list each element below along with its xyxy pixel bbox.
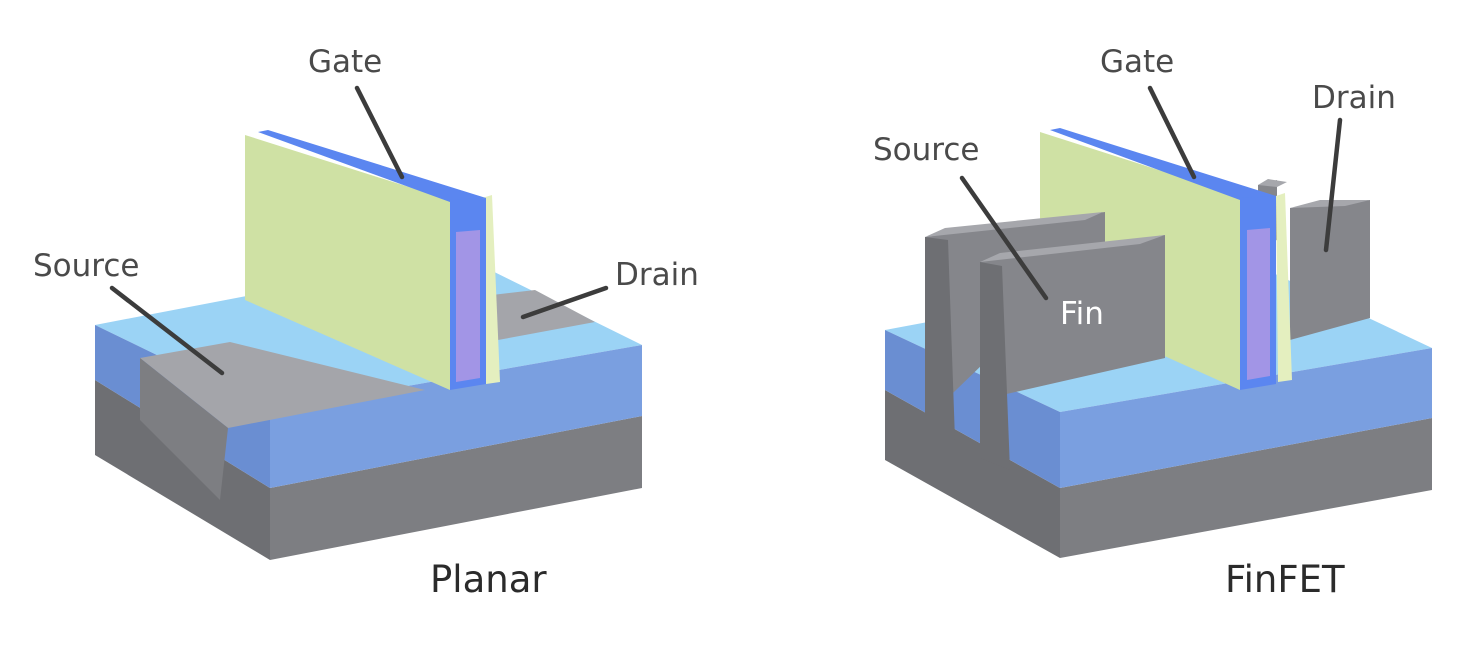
finfet-source-fin-front-top xyxy=(980,235,1165,262)
finfet-gate-edge xyxy=(1276,193,1292,382)
planar-gate-leader xyxy=(354,85,405,180)
planar-source-leader xyxy=(109,285,225,376)
finfet-caption: FinFET xyxy=(1225,558,1345,601)
planar-drain-leader xyxy=(520,285,609,320)
finfet-source-label: Source xyxy=(873,132,979,168)
planar-caption: Planar xyxy=(430,558,547,601)
finfet-gate-leader xyxy=(1147,85,1197,180)
finfet-substrate-front xyxy=(1060,418,1432,558)
planar-source-label: Source xyxy=(33,248,139,284)
planar-gate-core xyxy=(456,230,480,382)
planar-gate-top xyxy=(258,130,486,202)
planar-oxide-front xyxy=(270,345,642,488)
planar-drain-label: Drain xyxy=(615,257,699,293)
finfet-transistor xyxy=(885,128,1432,558)
finfet-drain-label: Drain xyxy=(1312,80,1396,116)
planar-substrate-front xyxy=(270,416,642,560)
finfet-source-leader xyxy=(959,175,1049,301)
finfet-oxide-front xyxy=(1060,348,1432,488)
finfet-source-fin-front-leg xyxy=(980,262,1010,470)
finfet-source-fin-front xyxy=(980,235,1165,400)
finfet-substrate-side xyxy=(885,390,1060,558)
finfet-gate-top xyxy=(1050,128,1276,200)
finfet-gate-core xyxy=(1247,228,1270,380)
planar-transistor xyxy=(95,130,642,560)
planar-substrate-side xyxy=(95,380,270,560)
planar-gate-face xyxy=(245,135,450,390)
finfet-fin-label: Fin xyxy=(1060,296,1104,332)
planar-source-cut xyxy=(140,358,228,500)
finfet-source-fin-rear-top xyxy=(925,212,1103,237)
planar-gate-edge xyxy=(482,195,500,384)
finfet-drain-fin xyxy=(1290,200,1370,340)
finfet-source-fin-rear-leg xyxy=(925,237,955,440)
finfet-drain-leader xyxy=(1323,117,1343,253)
finfet-gate-label: Gate xyxy=(1100,44,1174,80)
finfet-drain-fin-rear-top xyxy=(1258,179,1287,187)
planar-gate-label: Gate xyxy=(308,44,382,80)
planar-drain-region xyxy=(492,290,595,340)
